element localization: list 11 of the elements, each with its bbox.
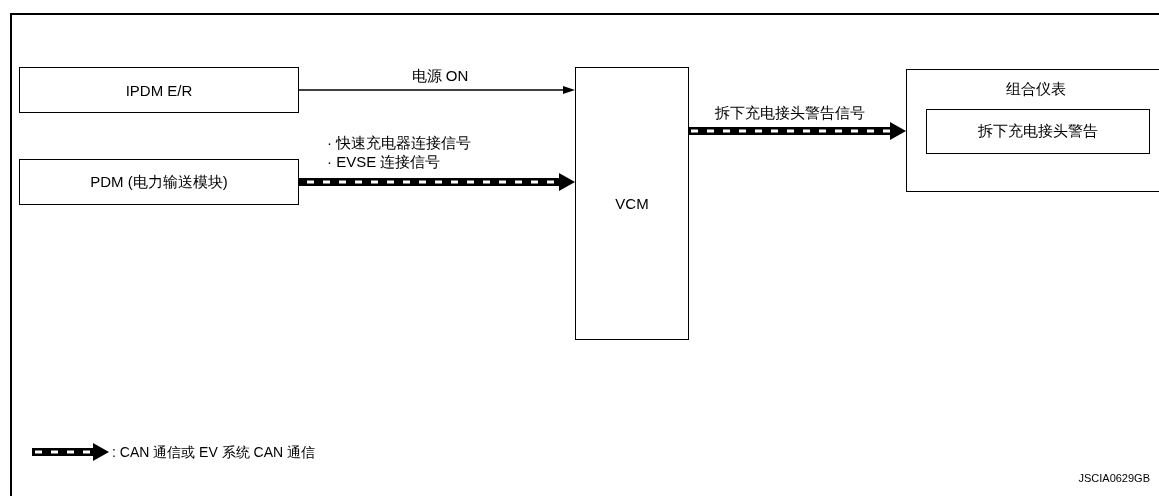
legend-text: : CAN 通信或 EV 系统 CAN 通信 [112,443,316,462]
figure-code: JSCIA0629GB [1077,472,1150,484]
can-arrow [689,122,906,140]
group-box [906,69,1159,192]
module-box: PDM (电力输送模块) [19,159,299,205]
arrow [298,86,575,94]
module-box: 拆下充电接头警告 [926,109,1150,154]
module-box: VCM [575,67,689,340]
box-heading: 组合仪表 [1005,80,1067,99]
can-arrow [299,173,575,191]
module-box: IPDM E/R [19,67,299,113]
